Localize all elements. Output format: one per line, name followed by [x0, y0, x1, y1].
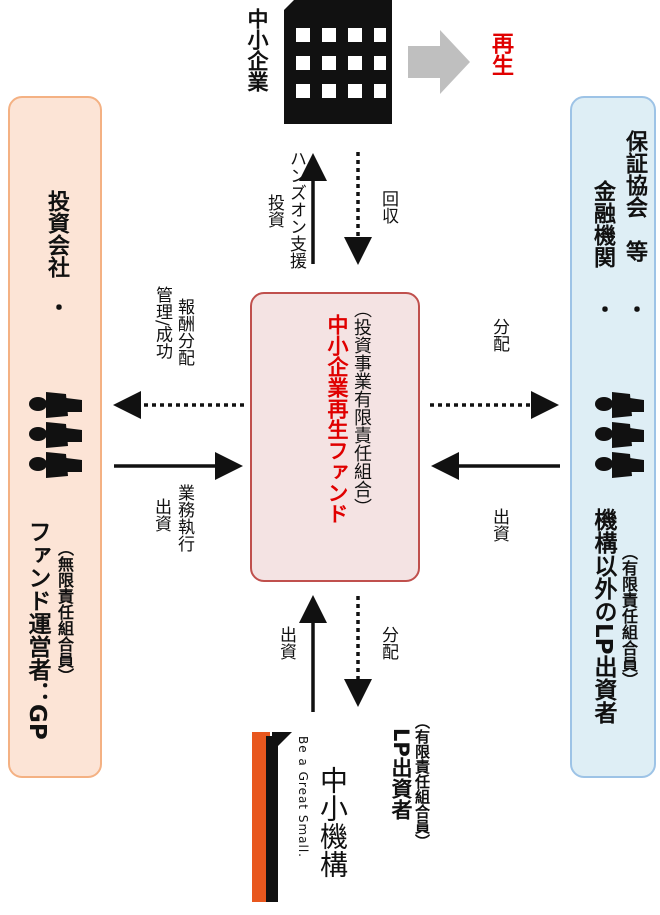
lp-member-guarantee: 保証協会 等 [622, 130, 647, 262]
smrj-lp-subtitle: （有限責任組合員） [413, 714, 431, 849]
gp-member: 投資会社 [44, 190, 69, 278]
label-lp-invest: 出資 [489, 508, 509, 542]
smrj-logo-name: 中小機構 [316, 766, 349, 878]
label-gp-mgmt: 管理/成功 [152, 286, 172, 360]
fund-box [250, 292, 420, 582]
gp-bullet: ・ [44, 296, 69, 318]
smrj-logo [248, 732, 294, 902]
smrj-lp-title: LP出資者 [389, 728, 413, 820]
label-sme-invest: 投資 [264, 194, 284, 228]
lp-member-financial: 金融機関 [590, 180, 615, 268]
smrj-logo-mark [252, 732, 292, 902]
label-lp-distribution: 分配 [489, 318, 509, 352]
label-gp-invest: 出資 [150, 498, 172, 532]
sme-result: 再生 [488, 32, 513, 76]
label-gp-execution: 業務執行 [174, 484, 194, 552]
lp-bullet-1: ・ [590, 298, 615, 320]
label-gp-invest-line1: 出資 [151, 498, 171, 532]
label-gp-reward: 報酬分配 [174, 298, 194, 366]
building-icon [284, 0, 392, 124]
gp-title: ファンド運営者：GP [24, 520, 50, 740]
people-icon-gp [29, 392, 82, 478]
smrj-logo-slogan: Be a Great Small. [296, 736, 310, 858]
fund-title: 中小企業再生ファンド [325, 314, 349, 524]
people-icon-lp [595, 392, 644, 478]
label-sme-collect: 回収 [378, 190, 398, 224]
gp-subtitle: （無限責任組合員） [55, 540, 74, 684]
lp-bullet-2: ・ [622, 298, 647, 320]
lp-title: 機構以外のLP出資者 [590, 508, 616, 724]
sme-label: 中小企業 [245, 8, 269, 92]
label-smrj-invest: 出資 [276, 626, 296, 660]
lp-subtitle: （有限責任組合員） [619, 544, 638, 688]
fund-subtitle: （投資事業有限責任組合） [351, 300, 372, 516]
regeneration-arrow-icon [408, 30, 470, 94]
label-smrj-distribution: 分配 [378, 626, 398, 660]
